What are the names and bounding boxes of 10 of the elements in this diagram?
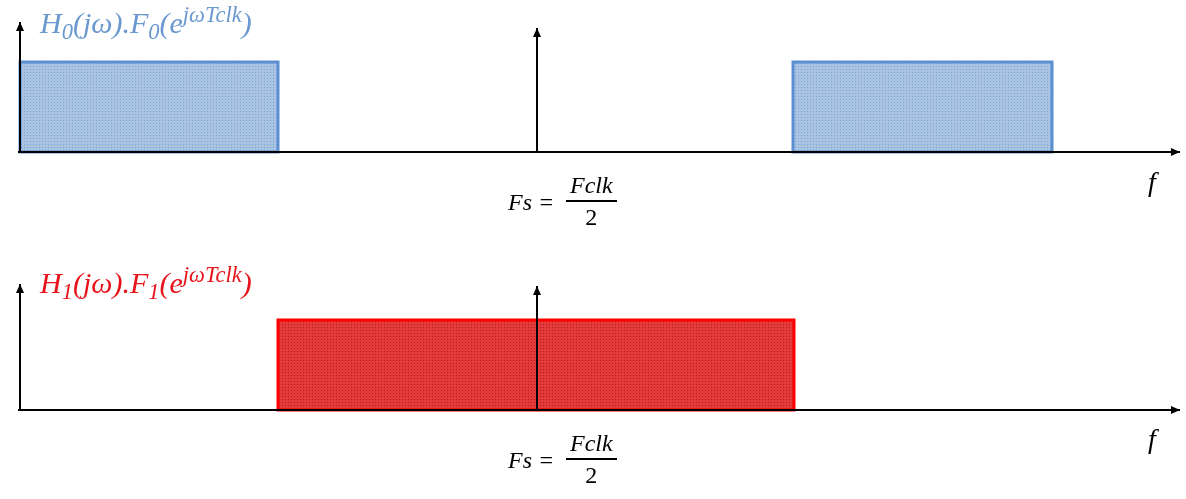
frequency-label: Fs =	[508, 448, 555, 472]
spectrum-formula: H$_{1}$(jω).F$_{1}$(e$^{jωTclk}$)	[40, 268, 252, 298]
fraction-numerator: Fclk	[569, 429, 614, 458]
passband	[18, 60, 280, 154]
frequency-label: Fs =	[508, 190, 555, 214]
passband	[791, 60, 1054, 154]
passband	[276, 318, 796, 412]
fraction-numerator: Fclk	[569, 171, 614, 200]
fraction-denominator: 2	[585, 203, 598, 232]
fraction-denominator: 2	[585, 461, 598, 490]
